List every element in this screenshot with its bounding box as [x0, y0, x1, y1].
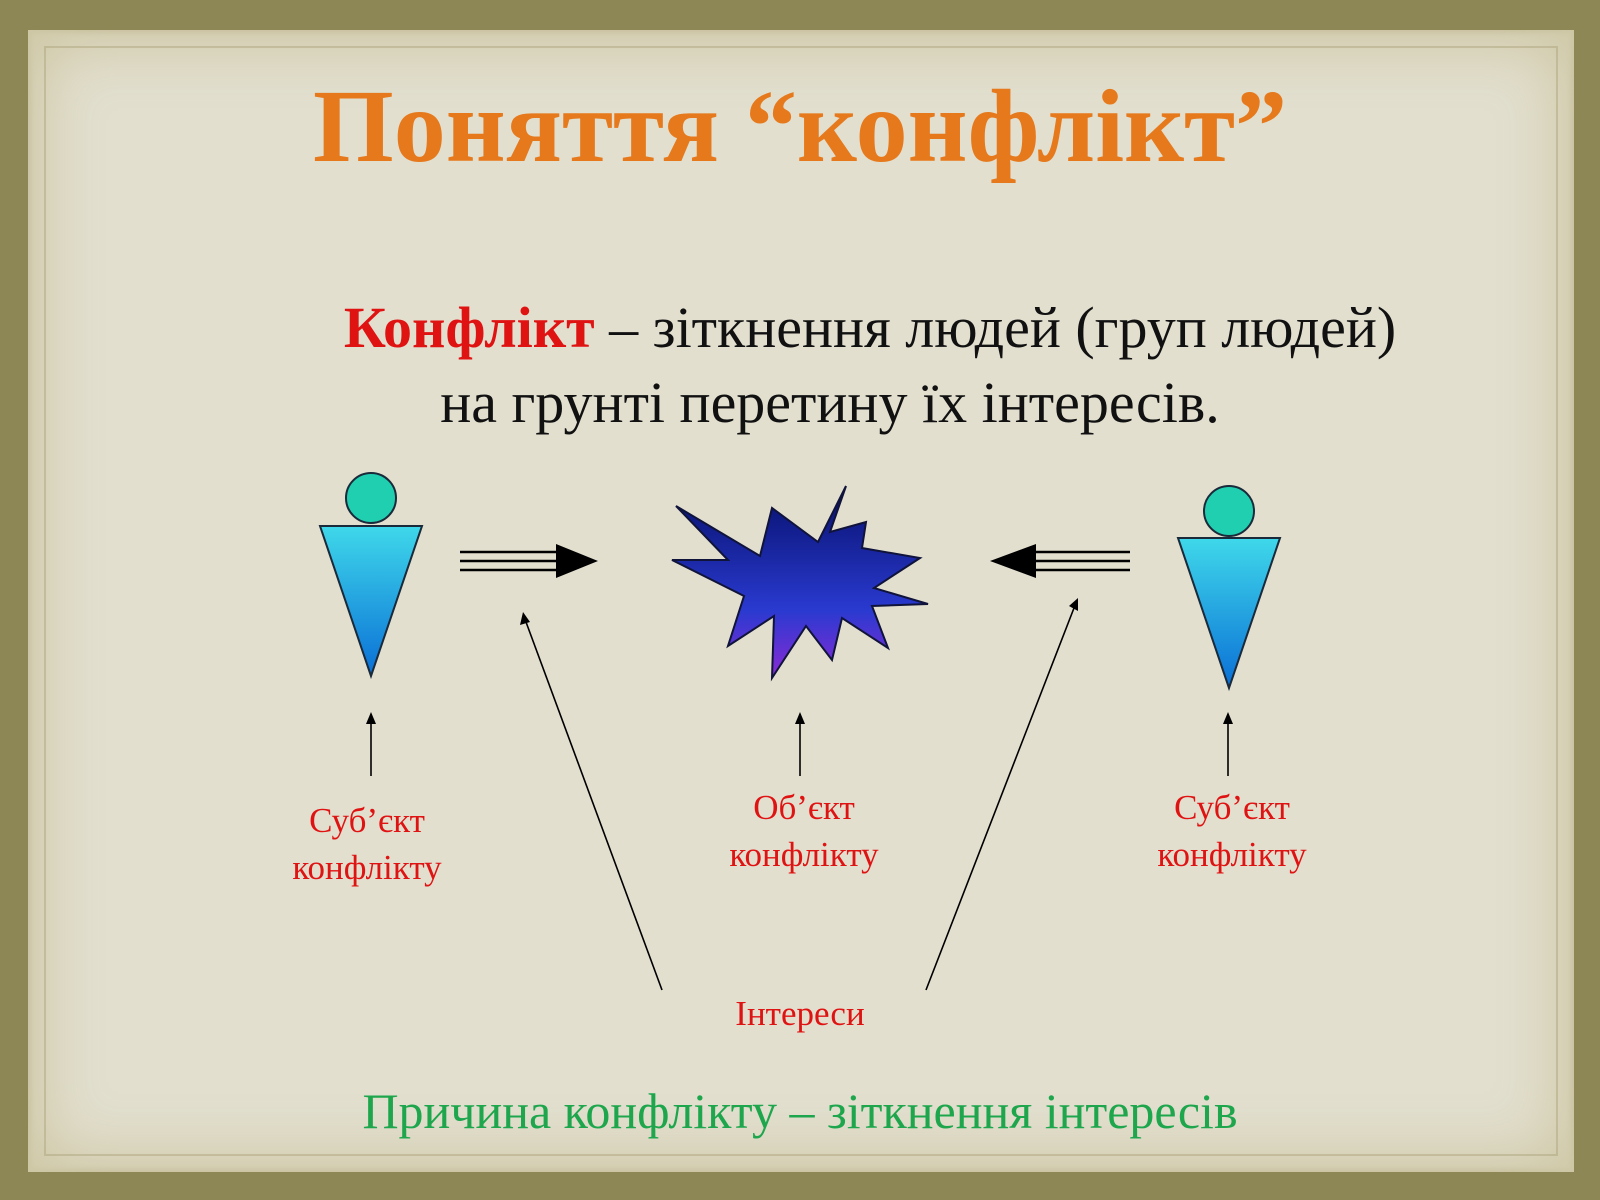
interests-label: Інтереси [735, 994, 865, 1033]
right-person-head [1203, 485, 1255, 537]
interests-arrow-right [925, 598, 1078, 991]
left-arrow-to-conflict [460, 544, 598, 578]
definition-line-1-rest: – зіткнення людей (груп людей) [594, 295, 1397, 360]
right-person-body [1176, 537, 1282, 692]
conflict-cause-text: Причина конфлікту – зіткнення інтересів [362, 1083, 1238, 1139]
right-subject-label: Суб’єкт конфлікту [1157, 788, 1307, 875]
left-person-head [345, 472, 397, 524]
left-subject-pointer-arrow [366, 712, 376, 776]
object-label: Об’єкт конфлікту [729, 788, 879, 875]
slide-title: Поняття “конфлікт” [312, 69, 1288, 184]
left-subject-label: Суб’єкт конфлікту [292, 801, 442, 888]
frame-border-decoration [44, 46, 1558, 1156]
definition-line-1: Конфлікт – зіткнення людей (груп людей) [120, 290, 1540, 365]
object-pointer-arrow [795, 712, 805, 776]
definition-text: Конфлікт – зіткнення людей (груп людей) … [120, 290, 1540, 441]
definition-term: Конфлікт [343, 295, 595, 360]
right-subject-pointer-arrow [1223, 712, 1233, 776]
right-arrow-to-conflict [990, 544, 1130, 578]
left-subject-figure [318, 472, 424, 680]
left-person-body [318, 525, 424, 680]
right-subject-figure [1176, 485, 1282, 692]
conflict-burst-icon [671, 485, 929, 682]
definition-line-2: на грунті перетину їх інтересів. [440, 370, 1220, 436]
interests-arrow-left [520, 612, 663, 991]
